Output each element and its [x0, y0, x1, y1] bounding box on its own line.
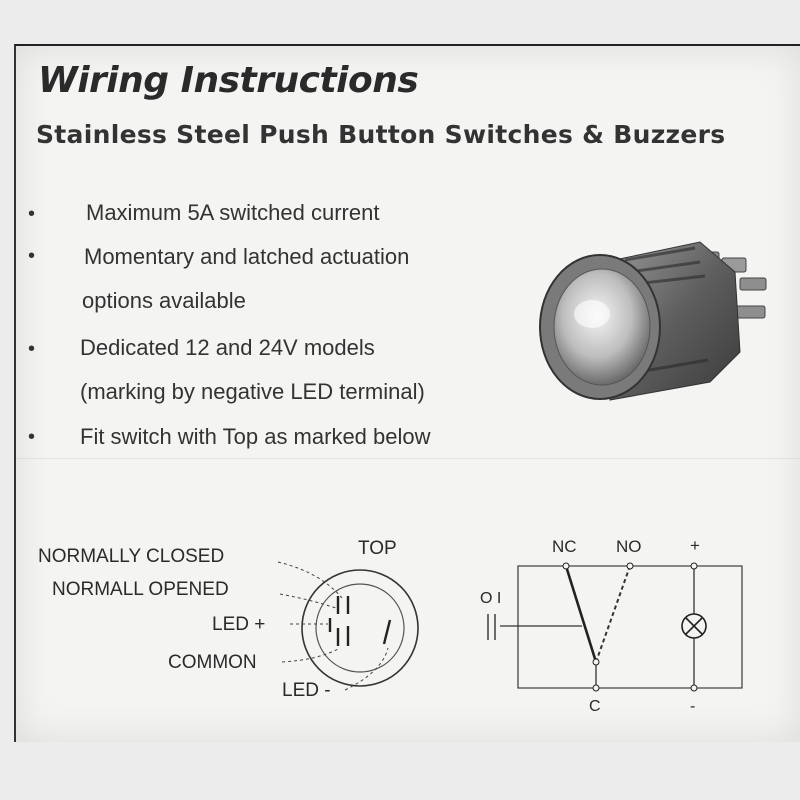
top-marker-label: TOP — [358, 538, 397, 559]
feature-line: Fit switch with Top as marked below — [80, 424, 431, 449]
paper-fold — [14, 458, 800, 459]
no-terminal-label: NO — [616, 537, 642, 556]
page-title: Wiring Instructions — [38, 60, 419, 101]
plus-terminal-label: + — [690, 536, 700, 555]
bullet-marker: • — [28, 338, 36, 360]
push-button-switch-image — [539, 241, 767, 401]
led-minus-label: LED - — [282, 680, 331, 701]
instruction-sheet — [14, 44, 800, 742]
c-terminal-label: C — [589, 698, 601, 715]
bullet-marker: • — [28, 245, 36, 267]
normally-closed-label: NORMALLY CLOSED — [38, 546, 225, 567]
feature-line: Maximum 5A switched current — [86, 200, 380, 225]
nc-terminal-label: NC — [552, 537, 577, 556]
feature-line: options available — [82, 288, 246, 313]
page-subtitle: Stainless Steel Push Button Switches & B… — [36, 120, 726, 149]
feature-line: (marking by negative LED terminal) — [80, 379, 425, 404]
bullet-marker: • — [28, 203, 36, 225]
normally-opened-label: NORMALL OPENED — [52, 579, 229, 600]
feature-line: Dedicated 12 and 24V models — [80, 335, 375, 360]
switch-symbol-label: O I — [480, 590, 502, 607]
minus-terminal-label: - — [690, 698, 696, 715]
bullet-marker: • — [28, 426, 36, 448]
led-plus-label: LED + — [212, 614, 266, 635]
common-label: COMMON — [168, 652, 257, 673]
feature-line: Momentary and latched actuation — [84, 244, 410, 269]
